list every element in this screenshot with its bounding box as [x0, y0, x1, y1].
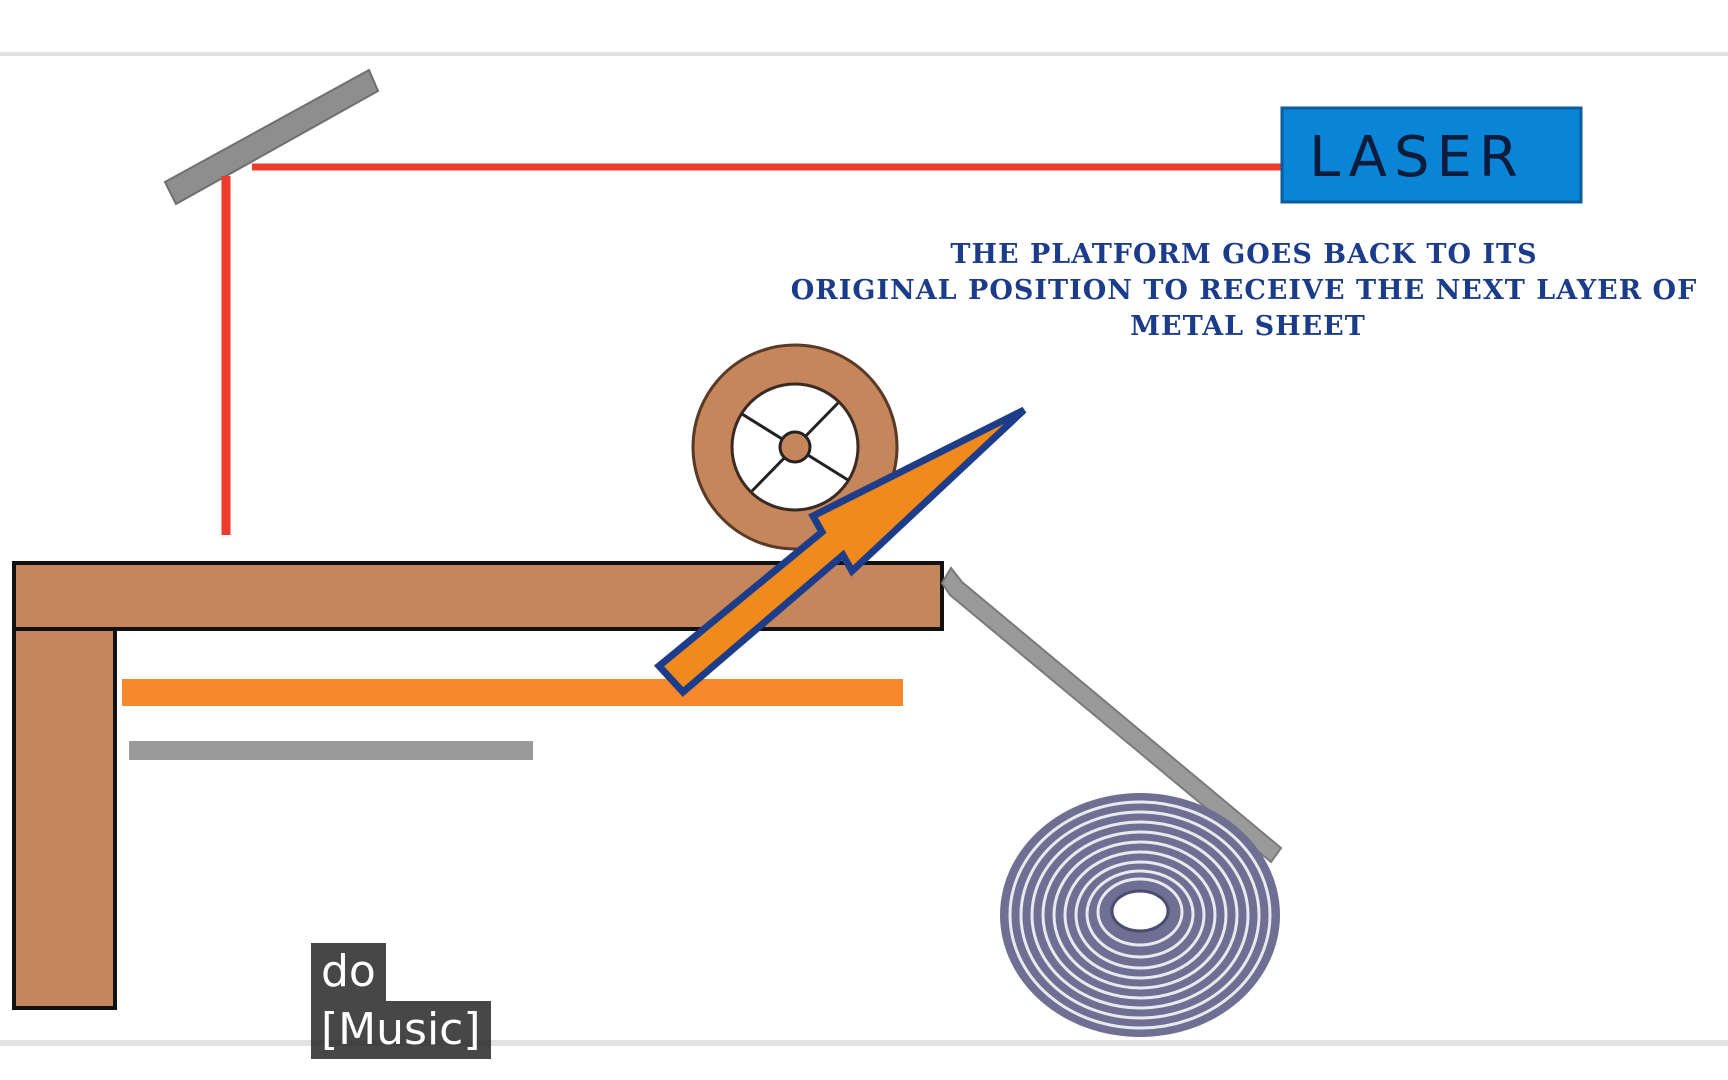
- subtitle-line-1: do: [311, 943, 386, 1001]
- annotation-line-2: ORIGINAL POSITION TO RECEIVE THE NEXT LA…: [791, 275, 1697, 306]
- direction-arrow: [653, 406, 1027, 697]
- subtitle-line-2: [Music]: [311, 1001, 491, 1059]
- grey-metal-bar: [129, 741, 533, 760]
- feed-rod: [940, 566, 1283, 864]
- annotation-line-3: METAL SHEET: [1130, 311, 1366, 342]
- platform-leg: [12, 627, 117, 1010]
- orange-sheet: [122, 679, 903, 706]
- annotation-line-1: THE PLATFORM GOES BACK TO ITS: [950, 239, 1537, 270]
- metal-coil: [1000, 793, 1280, 1037]
- laser-label: LASER: [1309, 125, 1525, 190]
- laser-box: [1280, 106, 1583, 204]
- mirror: [163, 68, 380, 206]
